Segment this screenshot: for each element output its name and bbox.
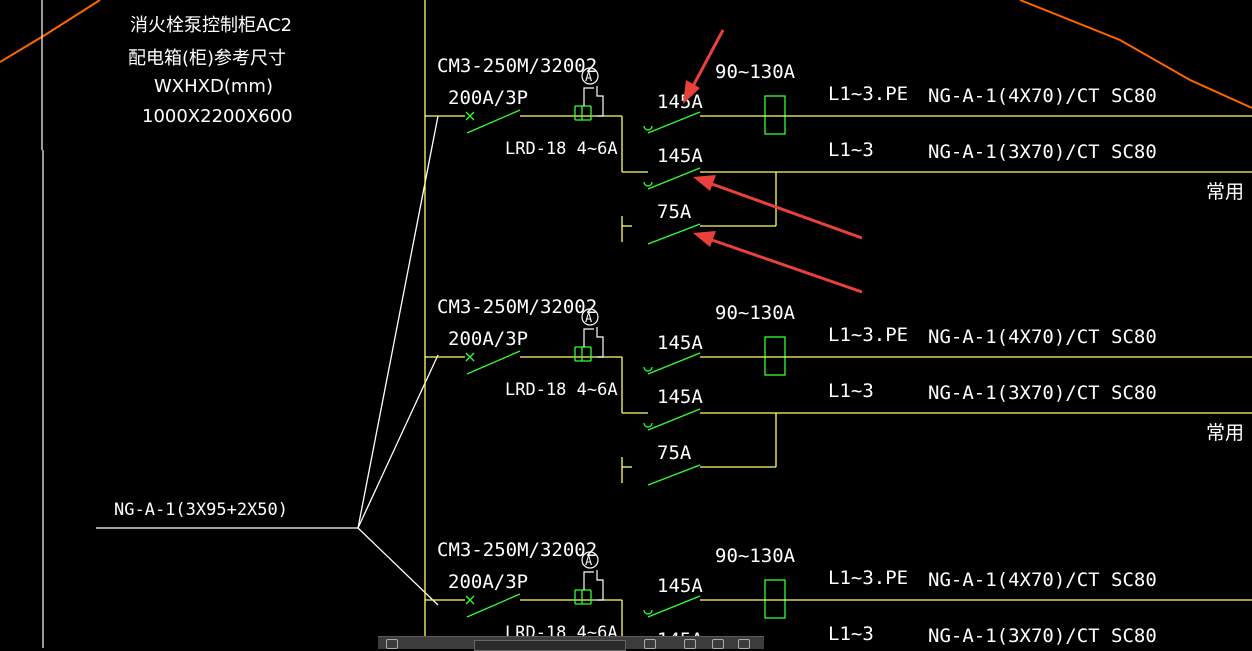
main-breaker-blade xyxy=(466,109,521,134)
branch1-mark xyxy=(643,125,653,131)
box-title: 消火栓泵控制柜AC2 xyxy=(130,15,292,36)
arrow-head-1 xyxy=(683,80,700,104)
breaker-model: CM3-250M/32002 xyxy=(437,55,597,77)
branch2-rating: 145A xyxy=(657,145,703,167)
breaker-rating: 200A/3P xyxy=(448,328,528,350)
breaker-trip-mark xyxy=(465,352,475,362)
usage-label: 常用 xyxy=(1206,181,1244,203)
meter-lead xyxy=(583,86,604,117)
ammeter-symbol xyxy=(581,308,599,326)
breaker-trip-mark xyxy=(465,111,475,121)
incoming-cable-label: NG-A-1(3X95+2X50) xyxy=(114,500,288,520)
outgoing2-cable: NG-A-1(3X70)/CT SC80 xyxy=(928,382,1157,404)
branch2-mark xyxy=(643,181,653,187)
outgoing1-cable: NG-A-1(4X70)/CT SC80 xyxy=(928,569,1157,591)
ammeter-label: A xyxy=(585,554,593,568)
arrow-head-2 xyxy=(693,175,716,191)
contactor-range: 90~130A xyxy=(715,302,796,324)
meter-lead xyxy=(583,327,604,358)
branch1-rating: 145A xyxy=(657,91,703,113)
ammeter-symbol xyxy=(581,67,599,85)
current-transformer xyxy=(574,589,592,605)
branch1-mark xyxy=(643,366,653,372)
branch1-switch xyxy=(647,352,701,375)
usage-label: 常用 xyxy=(1206,422,1244,444)
contactor-range: 90~130A xyxy=(715,545,796,567)
outgoing1-cable: NG-A-1(4X70)/CT SC80 xyxy=(928,326,1157,348)
box-size-label: 配电箱(柜)参考尺寸 xyxy=(128,48,286,69)
command-input[interactable] xyxy=(474,640,626,651)
feed-line-2 xyxy=(357,354,439,529)
branch3-rating: 75A xyxy=(657,201,692,223)
contactor-range: 90~130A xyxy=(715,61,796,83)
thermal-relay: LRD-18 4~6A xyxy=(505,380,618,400)
outgoing2-phases: L1~3 xyxy=(828,623,874,645)
arrow-line-1 xyxy=(690,29,725,89)
branch3-switch xyxy=(647,464,701,486)
outgoing1-phases: L1~3.PE xyxy=(828,324,908,346)
outgoing1-phases: L1~3.PE xyxy=(828,83,908,105)
current-transformer xyxy=(574,346,592,362)
ammeter-label: A xyxy=(585,70,593,84)
ammeter-label: A xyxy=(585,311,593,325)
branch3-switch xyxy=(647,223,701,245)
feed-line-3 xyxy=(357,527,439,606)
branch2-rating: 145A xyxy=(657,386,703,408)
breaker-rating: 200A/3P xyxy=(448,87,528,109)
branch2-switch xyxy=(647,167,701,190)
breaker-model: CM3-250M/32002 xyxy=(437,539,597,561)
branch2-switch xyxy=(647,408,701,431)
arrow-head-3 xyxy=(693,231,716,247)
outgoing2-phases: L1~3 xyxy=(828,380,874,402)
box-dimension-header: WXHXD(mm) xyxy=(154,76,273,97)
thermal-relay: LRD-18 4~6A xyxy=(505,139,618,159)
meter-lead xyxy=(583,570,604,601)
current-transformer xyxy=(574,105,592,121)
ammeter-symbol xyxy=(581,551,599,569)
branch1-switch xyxy=(647,595,701,618)
annotation-arrows xyxy=(683,29,863,294)
branch1-rating: 145A xyxy=(657,575,703,597)
main-breaker-blade xyxy=(466,593,521,618)
breaker-trip-mark xyxy=(465,595,475,605)
branch1-rating: 145A xyxy=(657,332,703,354)
breaker-model: CM3-250M/32002 xyxy=(437,296,597,318)
contactor-box xyxy=(764,95,786,135)
branch1-switch xyxy=(647,111,701,134)
boundary-line-right xyxy=(1019,0,1252,109)
outgoing1-phases: L1~3.PE xyxy=(828,567,908,589)
arrow-line-2 xyxy=(711,182,863,240)
outgoing2-cable: NG-A-1(3X70)/CT SC80 xyxy=(928,141,1157,163)
outgoing2-cable: NG-A-1(3X70)/CT SC80 xyxy=(928,625,1157,647)
contactor-box xyxy=(764,336,786,376)
boundary-line-left xyxy=(0,0,101,63)
breaker-rating: 200A/3P xyxy=(448,571,528,593)
branch2-mark xyxy=(643,422,653,428)
feed-line-1 xyxy=(357,115,439,529)
arrow-line-3 xyxy=(711,238,863,294)
status-bar xyxy=(378,636,764,651)
outgoing2-phases: L1~3 xyxy=(828,139,874,161)
box-dimensions: 1000X2200X600 xyxy=(142,106,293,127)
branch1-mark xyxy=(643,609,653,615)
outgoing1-cable: NG-A-1(4X70)/CT SC80 xyxy=(928,85,1157,107)
contactor-box xyxy=(764,579,786,619)
branch3-rating: 75A xyxy=(657,442,692,464)
main-breaker-blade xyxy=(466,350,521,375)
